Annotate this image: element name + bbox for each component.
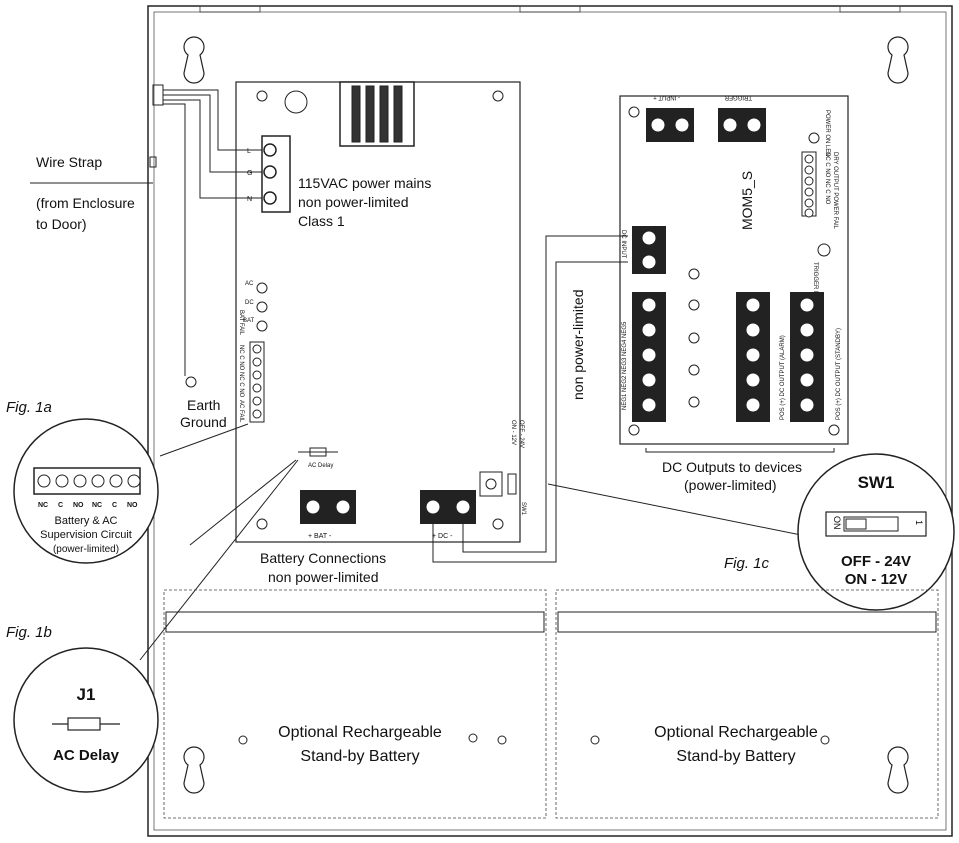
dry-output-pins: NC C NO NC C NO	[824, 152, 830, 205]
fig1a-pin-0: NC	[38, 502, 48, 509]
battery-outline	[165, 611, 937, 633]
mains-label-2: non power-limited	[298, 194, 409, 210]
neg-terminal	[632, 292, 666, 422]
earth-label: Earth	[187, 397, 220, 413]
dc-input-label: DC INPUT	[620, 230, 626, 259]
fig-1a-leader	[159, 423, 249, 457]
fig-1a-terminal	[33, 467, 141, 495]
pos-standby-label: POS (+) DC OUTPUT (STANDBY)	[836, 328, 842, 420]
relay-pins-label: NC C NO NC C NO	[238, 345, 244, 398]
sw1-on12-text: ON - 12V	[845, 571, 908, 588]
trigger-led-icon	[817, 243, 831, 257]
wire-strap-label: Wire Strap	[36, 154, 102, 170]
wire-strap	[30, 84, 262, 376]
led-ac: AC	[245, 281, 254, 287]
fig1a-text-1: Battery & AC	[55, 515, 118, 527]
ac-delay-jumper	[298, 447, 338, 457]
dc-outputs-label: DC Outputs to devices	[662, 459, 802, 475]
screw-icon	[256, 90, 504, 530]
sw1-one-label: 1	[914, 520, 924, 525]
dc-terminal-label: + DC -	[432, 533, 453, 540]
battery-terminal	[300, 490, 356, 524]
output-led-icon	[688, 268, 700, 408]
fig-1c-leader	[547, 483, 807, 537]
fig1a-pin-5: NO	[127, 502, 138, 509]
ground-label: Ground	[180, 414, 227, 430]
sw1-off-text: OFF - 24V	[841, 553, 911, 570]
battery-tray	[163, 589, 939, 819]
input-label: - INPUT +	[653, 94, 680, 100]
screw-icon	[628, 106, 840, 436]
fig-1c-label: Fig. 1c	[724, 555, 770, 572]
term-g: G	[247, 170, 252, 177]
fig-1b-label: Fig. 1b	[6, 624, 52, 641]
sw1-label: SW1	[858, 473, 895, 492]
potentiometer-icon	[479, 471, 503, 497]
ac-fail-label: AC FAIL	[238, 400, 244, 423]
to-door-label: to Door)	[36, 216, 87, 232]
mains-label-1: 115VAC power mains	[298, 175, 431, 191]
enclosure-outline	[147, 5, 953, 837]
dry-output-label: DRY OUTPUT POWER FAIL	[832, 152, 838, 230]
trigger-led-label: TRIGGER LED	[812, 262, 818, 303]
power-on-led-label: POWER ON LED	[824, 110, 830, 157]
mains-label-3: Class 1	[298, 213, 345, 229]
earth-ground-icon	[185, 376, 197, 388]
non-power-limited-label: non power-limited	[570, 290, 586, 401]
bat-fail-label: BAT FAIL	[238, 310, 244, 336]
pos-standby-terminal	[790, 292, 824, 422]
mount-hole-icon	[238, 733, 830, 745]
sw1-small-switch	[507, 473, 517, 495]
battery-1-line-1: Optional Rechargeable	[278, 724, 442, 741]
power-on-led-icon	[808, 132, 820, 144]
from-enclosure-label: (from Enclosure	[36, 195, 135, 211]
j1-label: J1	[77, 685, 96, 704]
trigger-terminal	[718, 108, 766, 142]
led-dc: DC	[245, 300, 254, 306]
fig1a-pin-4: C	[112, 502, 117, 509]
sw1-small-label: SW1	[520, 502, 526, 516]
sw1-switch[interactable]	[825, 511, 927, 537]
off-24v-small: OFF - 24V	[518, 420, 524, 448]
dc-input-wires	[432, 235, 628, 563]
neg-labels: NEG1 NEG2 NEG3 NEG4 NEG5	[622, 321, 628, 410]
battery-connections-label: Battery Connections	[260, 550, 386, 566]
status-led-icon	[256, 282, 268, 332]
fig1a-pin-2: NO	[73, 502, 84, 509]
battery-2-line-1: Optional Rechargeable	[654, 724, 818, 741]
fig1a-text-2: Supervision Circuit	[40, 529, 132, 541]
sw1-on-label: ON	[832, 516, 842, 530]
pos-alarm-terminal	[736, 292, 770, 422]
dc-outputs-bracket	[645, 448, 835, 453]
dry-output-terminal	[801, 151, 817, 218]
term-l: L	[247, 148, 251, 155]
dc-outputs-sub: (power-limited)	[684, 477, 777, 493]
dc-input-terminal	[632, 226, 666, 274]
mom5-board	[619, 95, 849, 445]
term-n: N	[247, 196, 252, 203]
fig1a-pin-1: C	[58, 502, 63, 509]
on-12v-small: ON - 12V	[510, 420, 516, 445]
keyhole-icon	[183, 36, 909, 794]
dc-terminal	[420, 490, 476, 524]
j1-jumper-icon	[52, 717, 120, 731]
fuse-holder	[339, 81, 415, 147]
battery-2-line-2: Stand-by Battery	[676, 748, 795, 765]
fig-1a-label: Fig. 1a	[6, 399, 52, 416]
battery-1-line-2: Stand-by Battery	[300, 748, 419, 765]
relay-terminal	[249, 341, 265, 423]
battery-nonlimited-label: non power-limited	[268, 569, 379, 585]
mom5-label: MOM5_S	[739, 171, 755, 230]
bat-terminal-label: + BAT -	[308, 533, 332, 540]
fig1a-text-3: (power-limited)	[53, 544, 119, 555]
led-bat: BAT	[243, 318, 255, 324]
mains-terminal-block	[261, 135, 291, 213]
j1-text: AC Delay	[53, 747, 120, 764]
pos-alarm-label: POS (+) DC OUTPUT (ALARM)	[780, 335, 786, 420]
fig1a-pin-3: NC	[92, 502, 102, 509]
trigger-label: TRIGGER	[724, 94, 752, 100]
input-terminal	[646, 108, 694, 142]
ac-delay-small: AC Delay	[308, 463, 333, 469]
